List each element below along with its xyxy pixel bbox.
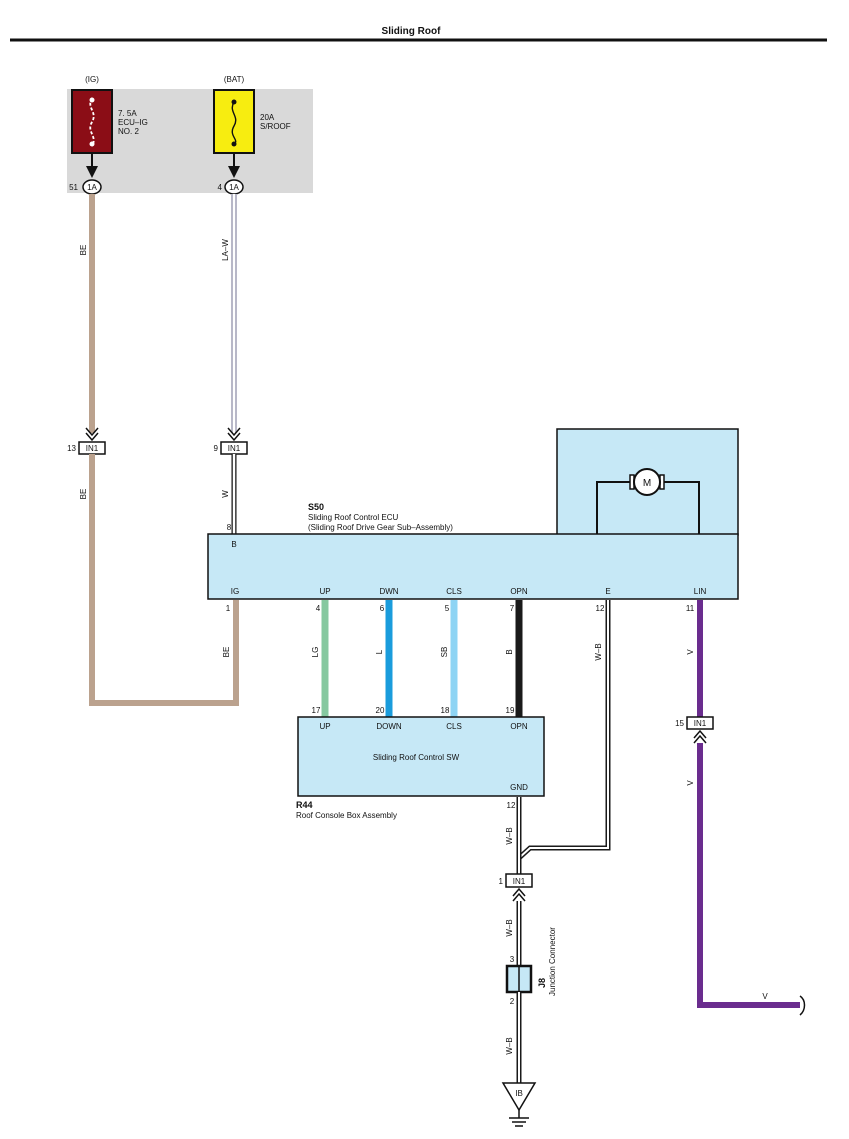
wire-label-wb-jc: W–B — [505, 919, 514, 936]
ecu-pin-lin: 11 — [686, 604, 695, 613]
motor-icon — [633, 468, 661, 496]
ecu-pin-e: 12 — [596, 604, 605, 613]
fuse-ig-name1: ECU–IG — [118, 118, 148, 127]
fuse-bat-icon — [231, 101, 237, 145]
ground-symbol — [501, 1082, 537, 1112]
wire-label-lg: LG — [311, 647, 320, 658]
in1-connector-v — [686, 716, 714, 730]
ecu-sub: (Sliding Roof Drive Gear Sub–Assembly) — [308, 523, 453, 532]
ecu-pin-opn: 7 — [510, 604, 515, 613]
ecu-term-e: E — [605, 587, 610, 596]
sw-pin-opn: 19 — [506, 706, 515, 715]
ecu-box — [207, 533, 739, 600]
ecu-code: S50 — [308, 502, 324, 512]
fuse-bat-name1: S/ROOF — [260, 122, 291, 131]
sw-term-gnd: GND — [510, 783, 528, 792]
junction-pin-bottom: 2 — [510, 997, 515, 1006]
in1-be-pin: 13 — [67, 444, 76, 453]
ecu-pin-ig: 1 — [226, 604, 231, 613]
ecu-pin-cls: 5 — [445, 604, 450, 613]
in1-connector-gnd — [505, 873, 533, 888]
wire-label-wb-e: W–B — [594, 643, 603, 660]
wire-label-be-low: BE — [222, 647, 231, 658]
wire-label-w: W — [221, 490, 230, 498]
in1-gnd-pin: 1 — [499, 877, 504, 886]
page-title: Sliding Roof — [382, 26, 442, 37]
connector-1a-ig-pin: 51 — [69, 183, 78, 192]
switch-code: R44 — [296, 800, 313, 810]
in1-w-pin: 9 — [214, 444, 219, 453]
fuse-ig-name2: NO. 2 — [118, 127, 139, 136]
ecu-pin-dwn: 6 — [380, 604, 385, 613]
wire-label-wb-bottom: W–B — [505, 1037, 514, 1054]
ecu-term-b: B — [231, 540, 236, 549]
ecu-name: Sliding Roof Control ECU — [308, 513, 398, 522]
ecu-term-up: UP — [319, 587, 330, 596]
junction-code: J8 — [537, 978, 547, 988]
fuse-bat-rating: 20A — [260, 113, 275, 122]
motor-label: M — [643, 478, 651, 489]
sw-pin-down: 20 — [376, 706, 385, 715]
connector-1a-ig-label: 1A — [87, 183, 97, 192]
junction-name: Junction Connector — [548, 927, 557, 996]
ecu-term-dwn: DWN — [379, 587, 398, 596]
sw-term-down: DOWN — [376, 722, 402, 731]
ecu-pin-b: 8 — [227, 523, 232, 532]
sw-pin-gnd: 12 — [507, 801, 516, 810]
switch-box — [297, 716, 545, 797]
connector-1a-bat-label: 1A — [229, 183, 239, 192]
wire-label-be-top: BE — [79, 245, 88, 256]
ecu-term-opn: OPN — [510, 587, 528, 596]
junction-pin-top: 3 — [510, 955, 515, 964]
fuse-ig-rating: 7. 5A — [118, 109, 137, 118]
in1-w-label: IN1 — [228, 444, 241, 453]
wire-label-law: LA–W — [221, 239, 230, 261]
in1-be-label: IN1 — [86, 444, 99, 453]
sw-pin-cls: 18 — [441, 706, 450, 715]
motor-circuit — [596, 481, 700, 534]
fuse-ig-icon — [89, 97, 95, 147]
sw-term-opn: OPN — [510, 722, 528, 731]
wire-label-b: B — [505, 649, 514, 654]
wire-label-v-bottom: V — [762, 992, 768, 1001]
in1-v-label: IN1 — [694, 719, 707, 728]
in1-v-pin: 15 — [675, 719, 684, 728]
ecu-term-ig: IG — [231, 587, 239, 596]
switch-assembly: Roof Console Box Assembly — [296, 811, 397, 820]
wire-be-lower — [89, 454, 239, 706]
ecu-term-cls: CLS — [446, 587, 462, 596]
ecu-pin-up: 4 — [316, 604, 321, 613]
wire-label-l: L — [375, 649, 384, 654]
wire-label-v-upper: V — [686, 649, 695, 655]
ground-label: IB — [515, 1089, 523, 1098]
in1-gnd-label: IN1 — [513, 877, 526, 886]
fuse-bat-source: (BAT) — [224, 75, 245, 84]
sw-pin-up: 17 — [312, 706, 321, 715]
sw-term-up: UP — [319, 722, 330, 731]
wire-label-wb-sw: W–B — [505, 827, 514, 844]
wire-label-v-lower: V — [686, 780, 695, 786]
fuse-ig-source: (IG) — [85, 75, 99, 84]
wire-label-sb: SB — [440, 647, 449, 658]
connector-1a-bat-pin: 4 — [218, 183, 223, 192]
wire-v-lower — [697, 743, 800, 1008]
wire-label-be-mid: BE — [79, 489, 88, 500]
switch-name: Sliding Roof Control SW — [373, 753, 460, 762]
ecu-term-lin: LIN — [694, 587, 707, 596]
sw-term-cls: CLS — [446, 722, 462, 731]
